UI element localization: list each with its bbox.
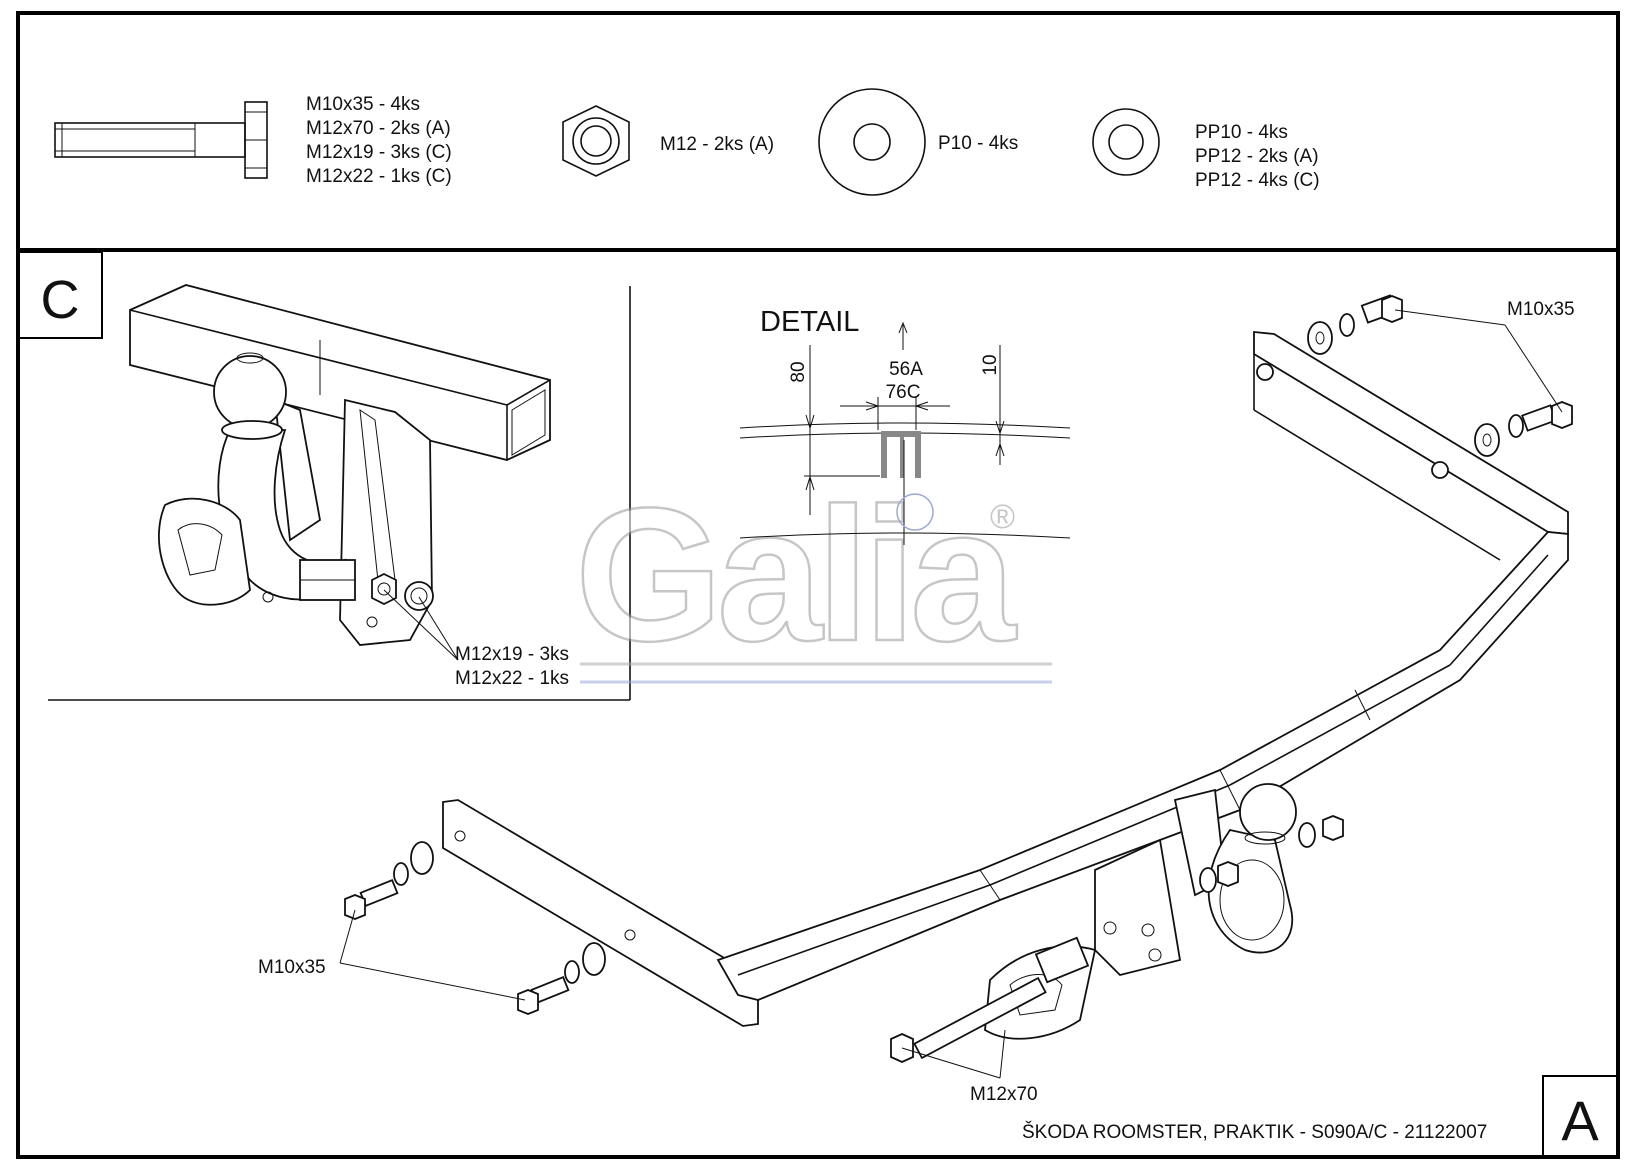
variant-c-letter-box (17, 251, 103, 339)
footer-caption: ŠKODA ROOMSTER, PRAKTIK - S090A/C - 2112… (1022, 1121, 1487, 1143)
variant-c-leader-lines (383, 589, 459, 661)
variant-c-letter: C (41, 270, 80, 330)
variant-c-towbar-illustration (129, 284, 551, 646)
bolt-line: M10x35 - 4ks (306, 94, 420, 115)
detail-dim-a: 56A (889, 359, 923, 380)
spring-washer-line: PP10 - 4ks (1195, 122, 1288, 143)
bolt-line: M12x19 - 3ks (C) (306, 142, 452, 163)
washer-label: P10 - 4ks (938, 133, 1018, 154)
variant-a-letter-box (1542, 1075, 1619, 1158)
detail-title: DETAIL (760, 306, 859, 338)
watermark-registered: ® (990, 498, 1015, 536)
spring-washer-line: PP12 - 4ks (C) (1195, 170, 1320, 191)
variant-a-towbar-illustration (344, 294, 1573, 1063)
galia-watermark: Galia ® (574, 468, 1052, 684)
washer-icon (818, 88, 926, 196)
variant-c-bolt-label: M12x19 - 3ks (455, 644, 569, 665)
watermark-brand: Galia (575, 469, 1017, 681)
bolt-line: M12x22 - 1ks (C) (306, 166, 452, 187)
bolt-icon (54, 101, 268, 179)
bolt-line: M12x70 - 2ks (A) (306, 118, 451, 139)
detail-dim-c: 76C (886, 382, 921, 403)
variant-a-leader-lines (339, 309, 1563, 1079)
variant-a-letter: A (1561, 1089, 1599, 1152)
variant-c-bolt-label: M12x22 - 1ks (455, 668, 569, 689)
spring-washer-list: PP10 - 4ks PP12 - 2ks (A) PP12 - 4ks (C) (1195, 122, 1324, 191)
spring-washer-icon (1092, 108, 1160, 176)
variant-c-bolt-labels: M12x19 - 3ks M12x22 - 1ks (455, 644, 574, 689)
nut-label: M12 - 2ks (A) (660, 134, 774, 155)
detail-dim-right: 10 (980, 354, 1001, 375)
nut-icon (562, 105, 630, 177)
variant-a-bolt-label-bottom: M12x70 (970, 1084, 1038, 1105)
spring-washer-line: PP12 - 2ks (A) (1195, 146, 1319, 167)
bolt-list: M10x35 - 4ks M12x70 - 2ks (A) M12x19 - 3… (306, 94, 457, 187)
drawing-frame (16, 11, 1620, 1159)
variant-a-bolt-label-top: M10x35 (1507, 299, 1575, 320)
variant-a-bolt-label-left: M10x35 (258, 957, 326, 978)
detail-section (739, 321, 1071, 545)
detail-dim-left: 80 (788, 361, 809, 382)
